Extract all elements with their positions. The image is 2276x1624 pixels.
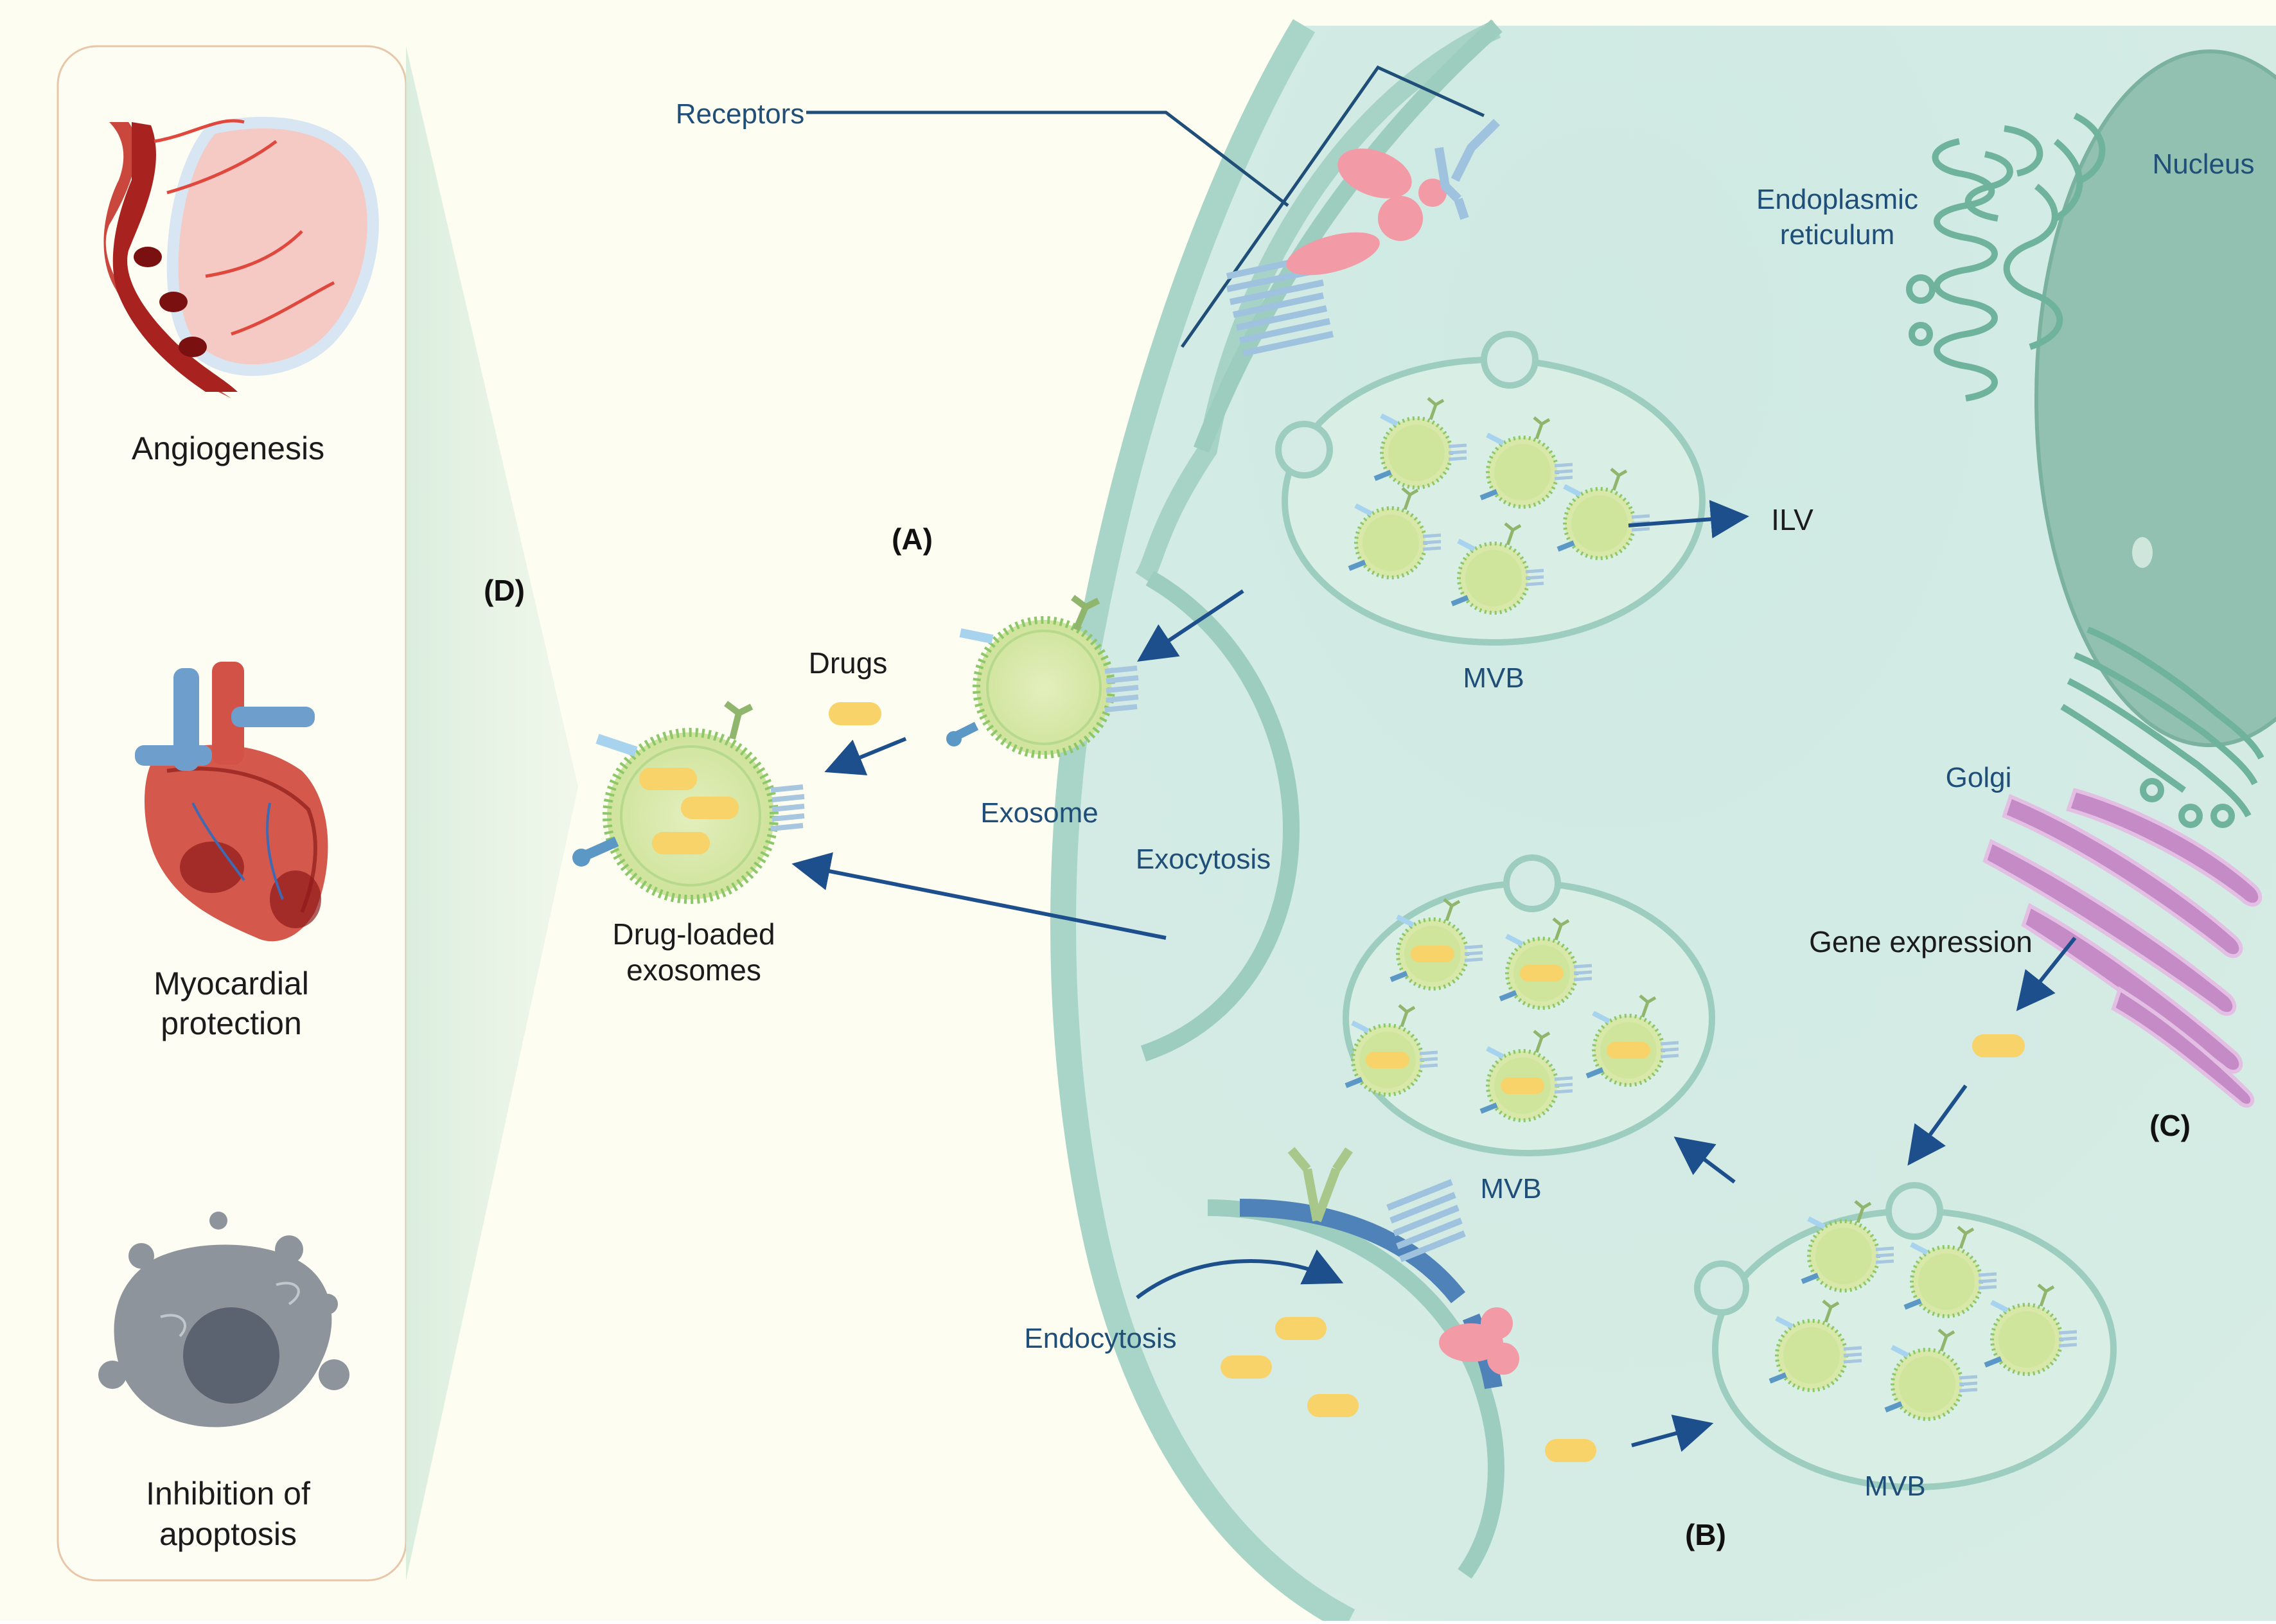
ilv-vesicle <box>1499 917 1592 1010</box>
receptors-bracket <box>1180 65 1485 348</box>
ilv-vesicle <box>1373 397 1467 490</box>
arrow-exocytosis <box>791 852 1167 940</box>
apoptosis-cell-illustration <box>98 1212 349 1427</box>
ilv-vesicle <box>1451 522 1544 615</box>
endoplasmic-reticulum-icon <box>1906 112 2106 402</box>
endocytosis-label: Endocytosis <box>1024 1323 1176 1354</box>
ilv-vesicle <box>1345 1004 1438 1097</box>
ilv-vesicle <box>1903 1226 1997 1318</box>
endocytosis-receptors <box>1287 1147 1519 1375</box>
ilv-vesicle <box>1389 898 1483 991</box>
ilv-vesicle <box>1479 416 1573 509</box>
arrow-mvb-bottom-to-middle <box>1673 1136 1736 1184</box>
arrow-drug-to-mvb <box>1907 1084 1968 1166</box>
apoptosis-label-line1: Inhibition of <box>146 1476 310 1512</box>
mvb-bottom-label: MVB <box>1864 1470 1925 1502</box>
highlight-fan <box>406 46 578 1580</box>
endoplasmic-label-line2: reticulum <box>1780 219 1895 251</box>
receptors-label: Receptors <box>676 98 805 130</box>
drug-loaded-label-line2: exosomes <box>626 953 761 987</box>
nucleolus <box>2132 537 2153 568</box>
rough-er-icon <box>2060 626 2264 828</box>
mvb-top-label: MVB <box>1463 662 1524 694</box>
membrane-receptors <box>1226 119 1500 357</box>
ilv-vesicle <box>1769 1300 1862 1392</box>
arrow-gene-expression <box>2016 937 2077 1012</box>
golgi-icon <box>1982 788 2263 1108</box>
heart-illustration <box>135 662 328 942</box>
endoplasmic-label-line1: Endoplasmic <box>1756 184 1918 215</box>
nucleus-label: Nucleus <box>2153 148 2255 180</box>
exocytosis-bulge <box>1140 570 1300 1062</box>
exocytosis-label: Exocytosis <box>1136 843 1271 875</box>
ilv-label: ILV <box>1771 503 1813 536</box>
myocardial-label-line2: protection <box>161 1005 302 1041</box>
arrow-exosome-to-drugloaded <box>824 737 907 775</box>
drugs-label: Drugs <box>809 646 888 680</box>
golgi-label: Golgi <box>1946 762 2012 793</box>
apoptosis-label-line2: apoptosis <box>159 1516 297 1552</box>
ilv-vesicle <box>1884 1328 1978 1421</box>
cell-membrane <box>1050 19 1355 1624</box>
myocardial-label-line1: Myocardial <box>154 966 309 1002</box>
angiogenesis-illustration <box>103 116 379 398</box>
ilv-vesicle <box>1348 487 1442 579</box>
mvb-bottom <box>1694 1182 2117 1490</box>
gene-expression-label: Gene expression <box>1809 925 2033 958</box>
section-label-a: (A) <box>892 522 933 556</box>
mvb-middle-label: MVB <box>1480 1173 1541 1205</box>
arrow-endocytosis-to-mvb <box>1631 1415 1714 1452</box>
ilv-vesicle <box>1801 1200 1894 1293</box>
cell-membrane-wall <box>1135 20 1501 584</box>
exosome-label: Exosome <box>980 797 1098 829</box>
nucleus <box>2034 49 2276 747</box>
arrow-endocytosis <box>1136 1249 1344 1300</box>
ilv-vesicle <box>1479 1030 1573 1122</box>
arrow-mvb-to-exosome <box>1137 589 1244 662</box>
exosome <box>946 595 1139 759</box>
receptors-leader-line <box>806 110 1289 207</box>
drug-loaded-exosome <box>572 701 805 904</box>
angiogenesis-label: Angiogenesis <box>132 430 324 466</box>
ilv-vesicle <box>1984 1284 2078 1376</box>
section-label-b: (B) <box>1685 1518 1726 1551</box>
section-label-d: (D) <box>484 574 525 607</box>
section-label-c: (C) <box>2149 1109 2191 1142</box>
drug-loaded-label-line1: Drug-loaded <box>612 917 775 951</box>
endocytosis-dark-membrane <box>1239 1199 1466 1303</box>
arrows <box>791 500 2077 1452</box>
ilv-vesicle <box>1585 994 1679 1087</box>
arrow-ilv <box>1628 500 1749 539</box>
free-drugs <box>829 702 2025 1462</box>
